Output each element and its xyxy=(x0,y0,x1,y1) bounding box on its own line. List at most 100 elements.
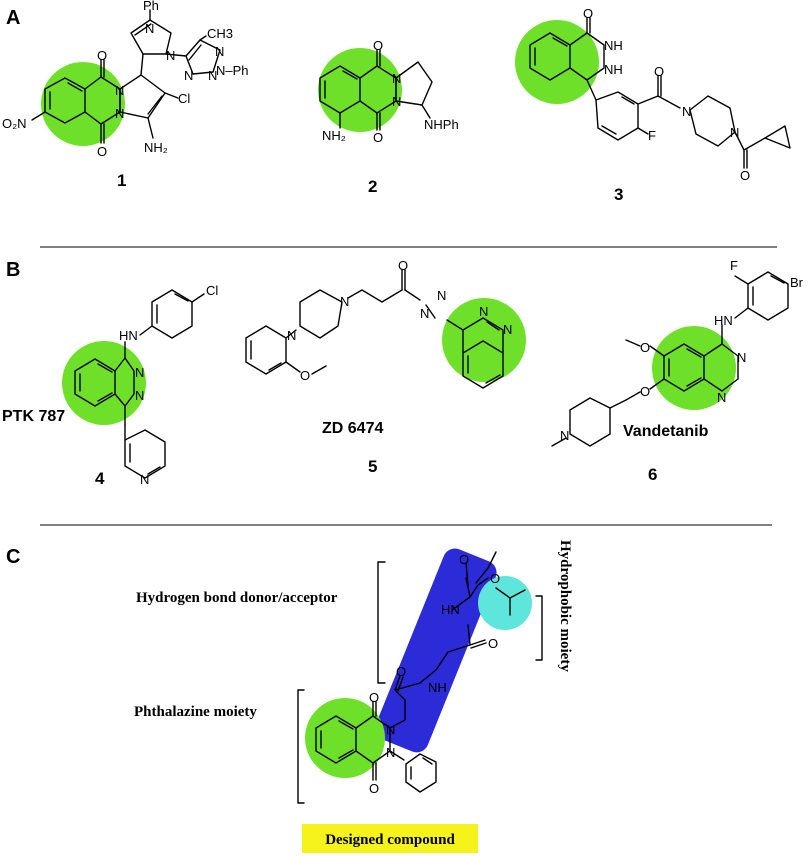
compound-1: Ph N N CH3 N N N N–Ph O O N N Cl O₂N NH₂… xyxy=(2,0,249,190)
piperazine-ring-3 xyxy=(689,95,736,147)
phthalazine-highlight-4 xyxy=(62,341,146,425)
phenyl-ring-c xyxy=(405,753,437,793)
label-hn-4: HN xyxy=(119,328,138,343)
label-n-6c: N xyxy=(560,428,569,443)
label-o-c4: O xyxy=(396,664,406,679)
label-n-c1: N xyxy=(386,722,395,737)
label-n-4c: N xyxy=(140,472,149,487)
bromofluorophenyl-ring-6 xyxy=(747,271,789,321)
label-o-3b: O xyxy=(654,64,664,79)
label-o-c3: O xyxy=(488,636,498,651)
label-n-1e: N xyxy=(184,68,193,83)
label-cl-1: Cl xyxy=(178,91,190,106)
label-nhph-2: NHPh xyxy=(424,117,459,132)
label-o-3a: O xyxy=(583,6,593,21)
label-br-6: Br xyxy=(790,275,804,290)
methoxyphenyl-ring-5 xyxy=(245,325,287,375)
piperazine-ring-5 xyxy=(299,289,343,339)
hydrophobic-highlight xyxy=(478,576,532,630)
pyridine-ring-4 xyxy=(124,429,166,479)
label-o-c6: O xyxy=(369,781,379,796)
label-n-1c: N xyxy=(215,44,224,59)
drug-name-6: Vandetanib xyxy=(623,423,709,440)
label-no2-1: O₂N xyxy=(2,116,27,131)
label-cl-4: Cl xyxy=(206,283,218,298)
compound-number-3: 3 xyxy=(614,185,623,204)
aryl-ring-3 xyxy=(595,91,639,141)
pyrrolidine-ring-2 xyxy=(395,61,433,106)
label-n-1d: N xyxy=(208,68,217,83)
pyrazole-ring-1 xyxy=(130,19,172,55)
compound-number-1: 1 xyxy=(117,171,126,190)
label-o-6a: O xyxy=(640,340,650,355)
label-nh-3b: NH xyxy=(604,62,623,77)
panel-a-letter: A xyxy=(6,7,20,29)
label-n-5c: N xyxy=(479,304,488,319)
compound-number-2: 2 xyxy=(368,177,377,196)
label-n-5b: N xyxy=(287,328,296,343)
triazole-ring-1 xyxy=(185,39,221,75)
piperidine-ring-6 xyxy=(569,397,611,447)
label-n-6a: N xyxy=(737,350,746,365)
panel-a: A Ph N N CH3 N xyxy=(2,0,791,204)
label-phthalazine-moiety: Phthalazine moiety xyxy=(134,704,257,720)
label-f-6: F xyxy=(730,258,738,273)
bracket-hydrophobic xyxy=(535,595,543,661)
label-hn-c: HN xyxy=(441,602,460,617)
panel-c: C xyxy=(6,540,573,853)
label-nh2-2: NH₂ xyxy=(322,128,346,143)
label-n-2a: N xyxy=(392,71,401,86)
label-ph-1: Ph xyxy=(143,0,159,13)
label-n-1g: N xyxy=(115,106,124,121)
label-o-c5: O xyxy=(369,690,379,705)
phthalazine-highlight-1 xyxy=(41,62,125,146)
label-n-5a: N xyxy=(340,294,349,309)
label-o-c2: O xyxy=(490,571,500,586)
label-o-3c: O xyxy=(740,168,750,183)
label-hydrophobic-moiety: Hydrophobic moiety xyxy=(557,540,573,672)
label-n-2b: N xyxy=(392,94,401,109)
label-o-2b: O xyxy=(373,130,383,145)
compound-3: O NH NH O N N F O 3 xyxy=(515,6,791,204)
compound-2: O O N N NH₂ NHPh 2 xyxy=(318,38,459,196)
label-o-2a: O xyxy=(373,38,383,53)
chlorophenyl-ring-4 xyxy=(151,289,193,339)
label-hn-6: HN xyxy=(714,313,733,328)
label-n-4a: N xyxy=(135,365,144,380)
bracket-phthalazine xyxy=(297,689,305,804)
label-n-4b: N xyxy=(135,388,144,403)
label-n-1a: N xyxy=(145,21,154,36)
drug-name-5: ZD 6474 xyxy=(322,420,383,437)
label-f-3: F xyxy=(648,128,656,143)
panel-c-letter: C xyxy=(6,546,20,568)
cyclopropyl-3 xyxy=(764,125,791,149)
pyrazoline-ring-1 xyxy=(119,74,166,119)
label-designed-compound: Designed compound xyxy=(325,832,455,848)
label-n-3a: N xyxy=(682,104,691,119)
label-n-3b: N xyxy=(730,125,739,140)
quinazoline-highlight-6 xyxy=(652,326,736,410)
label-nh-5a: N xyxy=(437,288,446,303)
compound-4: Cl HN N N N PTK 787 4 xyxy=(2,283,218,488)
label-o-1a: O xyxy=(97,48,107,63)
compound-number-6: 6 xyxy=(648,465,657,484)
compound-number-5: 5 xyxy=(368,457,377,476)
label-nph-1: N–Ph xyxy=(216,63,249,78)
panel-b-letter: B xyxy=(6,259,20,281)
drug-name-4: PTK 787 xyxy=(2,408,65,425)
benzene-ring-5 xyxy=(462,340,504,389)
label-n-1b: N xyxy=(166,48,175,63)
bracket-hbond xyxy=(377,561,386,684)
compound-number-4: 4 xyxy=(95,469,105,488)
label-n-c2: N xyxy=(386,745,395,760)
panel-b: B Cl HN N N N PTK 787 4 xyxy=(2,258,804,488)
label-o-6b: O xyxy=(640,384,650,399)
designed-compound-box xyxy=(302,824,478,853)
label-n-5d: N xyxy=(503,322,512,337)
compound-6: F Br HN O N N O N Vandetanib 6 xyxy=(551,258,804,484)
label-hbond: Hydrogen bond donor/acceptor xyxy=(136,590,338,606)
label-o-1b: O xyxy=(97,144,107,159)
designed-compound xyxy=(315,551,526,793)
label-o-c1: O xyxy=(459,552,469,567)
